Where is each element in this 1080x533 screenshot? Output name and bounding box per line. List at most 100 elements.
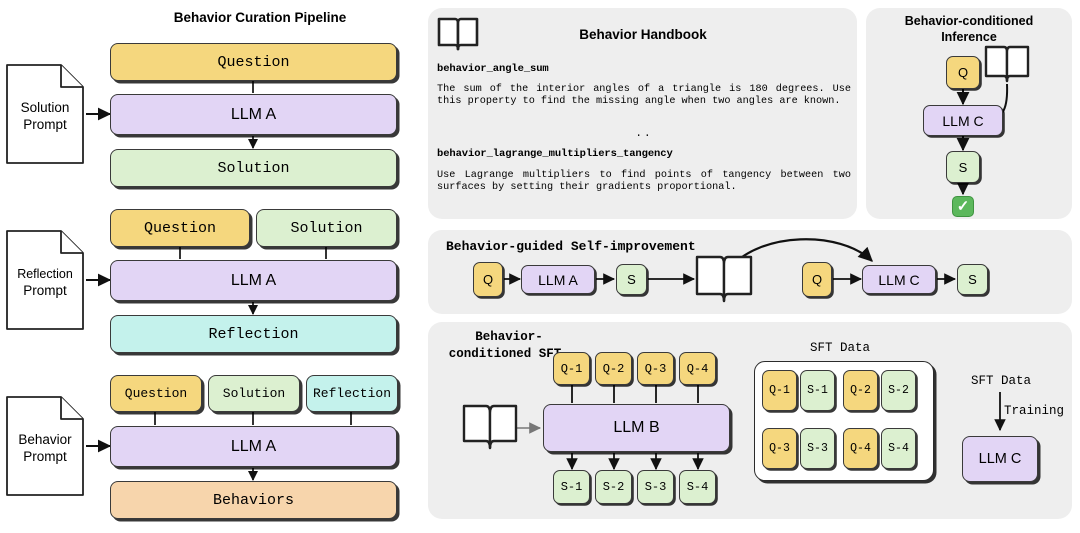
sft-book-icon (462, 402, 518, 452)
selfimp-left-solution[interactable]: S (616, 264, 647, 295)
row3-model-label: LLM A (230, 437, 277, 455)
sft-question-label: Q-2 (602, 361, 625, 376)
inference-title-line1: Behavior-conditioned (904, 14, 1034, 28)
sft-solution-box[interactable]: S-2 (595, 470, 632, 504)
handbook-entry-text: Use Lagrange multipliers to find points … (437, 170, 851, 194)
document-solution-prompt: Solution Prompt (6, 64, 84, 164)
row1-input-question[interactable]: Question (110, 43, 397, 81)
sft-question-label: Q-4 (686, 361, 709, 376)
sft-question-label: Q-3 (644, 361, 667, 376)
handbook-separator: .. (635, 128, 653, 140)
inference-book-icon (984, 44, 1030, 84)
row2-model[interactable]: LLM A (110, 260, 397, 301)
document-label-line1: Behavior (18, 432, 72, 447)
row3-output-behaviors[interactable]: Behaviors (110, 481, 397, 519)
self-improvement-title: Behavior-guided Self-improvement (446, 239, 696, 254)
row2-input-solution[interactable]: Solution (256, 209, 397, 247)
row3-output-label: Behaviors (212, 491, 294, 509)
sft-pair-label: Q-3 (769, 441, 790, 455)
row2-input-question[interactable]: Question (110, 209, 250, 247)
sft-pair-box[interactable]: S-4 (881, 428, 916, 469)
sft-pair-label: S-4 (888, 441, 909, 455)
selfimp-right-solution[interactable]: S (957, 264, 988, 295)
row3-model[interactable]: LLM A (110, 426, 397, 467)
document-label-line2: Prompt (23, 449, 67, 464)
sft-pair-box[interactable]: S-3 (800, 428, 835, 469)
selfimp-right-question-label: Q (811, 272, 823, 287)
sft-title-line1: Behavior- (475, 330, 543, 344)
inference-title-line2: Inference (941, 30, 997, 44)
selfimp-right-question[interactable]: Q (802, 262, 832, 297)
sft-pair-label: Q-1 (769, 383, 790, 397)
sft-question-label: Q-1 (560, 361, 583, 376)
row2-output-reflection[interactable]: Reflection (110, 315, 397, 353)
row3-input-reflection[interactable]: Reflection (306, 375, 398, 412)
document-label-line2: Prompt (23, 117, 67, 132)
selfimp-right-model[interactable]: LLM C (862, 265, 936, 294)
row2-model-label: LLM A (230, 271, 277, 289)
sft-pair-box[interactable]: Q-3 (762, 428, 797, 469)
sft-pair-label: S-1 (807, 383, 828, 397)
sft-pair-box[interactable]: Q-1 (762, 370, 797, 411)
sft-solution-box[interactable]: S-1 (553, 470, 590, 504)
row3-input-question-label: Question (124, 386, 188, 401)
sft-solution-box[interactable]: S-4 (679, 470, 716, 504)
sft-question-box[interactable]: Q-4 (679, 352, 716, 385)
inference-question-box[interactable]: Q (946, 56, 980, 89)
selfimp-left-question-label: Q (482, 272, 494, 287)
training-model-box[interactable]: LLM C (962, 436, 1038, 482)
row1-output-label: Solution (217, 159, 290, 177)
handbook-entry-text: The sum of the interior angles of a tria… (437, 84, 851, 108)
sft-solution-label: S-1 (560, 480, 583, 494)
sft-solution-box[interactable]: S-3 (637, 470, 674, 504)
sft-panel (428, 322, 1072, 519)
sft-question-box[interactable]: Q-1 (553, 352, 590, 385)
sft-model-box[interactable]: LLM B (543, 404, 730, 452)
row3-input-reflection-label: Reflection (312, 386, 391, 401)
check-glyph: ✓ (956, 198, 970, 215)
document-behavior-prompt: Behavior Prompt (6, 396, 84, 496)
row1-output-solution[interactable]: Solution (110, 149, 397, 187)
row1-input-question-label: Question (217, 53, 290, 71)
training-label: Training (1004, 404, 1065, 418)
sft-model-label: LLM B (613, 419, 660, 436)
handbook-title: Behavior Handbook (579, 27, 707, 42)
training-model-label: LLM C (978, 450, 1022, 467)
sft-pair-label: S-3 (807, 441, 828, 455)
handbook-entry-key: behavior_lagrange_multipliers_tangency (437, 148, 673, 160)
training-source-label: SFT Data (970, 374, 1031, 388)
row1-model-label: LLM A (230, 105, 277, 123)
sft-question-box[interactable]: Q-2 (595, 352, 632, 385)
inference-model-label: LLM C (942, 112, 984, 129)
selfimp-right-model-label: LLM C (878, 271, 920, 288)
document-label-line2: Prompt (23, 283, 67, 298)
selfimp-left-model[interactable]: LLM A (521, 265, 595, 294)
check-icon: ✓ (952, 196, 974, 217)
row3-input-solution-label: Solution (222, 386, 286, 401)
sft-pair-box[interactable]: S-1 (800, 370, 835, 411)
sft-pair-box[interactable]: S-2 (881, 370, 916, 411)
inference-model-box[interactable]: LLM C (923, 105, 1003, 136)
sft-pair-box[interactable]: Q-2 (843, 370, 878, 411)
row3-input-solution[interactable]: Solution (208, 375, 300, 412)
row1-model[interactable]: LLM A (110, 94, 397, 135)
sft-question-box[interactable]: Q-3 (637, 352, 674, 385)
handbook-panel (428, 8, 857, 219)
inference-solution-label: S (958, 159, 968, 175)
sft-pair-label: S-2 (888, 383, 909, 397)
sft-pair-box[interactable]: Q-4 (843, 428, 878, 469)
sft-pair-label: Q-4 (850, 441, 871, 455)
row2-output-label: Reflection (208, 325, 299, 343)
sft-solution-label: S-2 (602, 480, 625, 494)
row3-input-question[interactable]: Question (110, 375, 202, 412)
open-book-icon (437, 16, 479, 52)
sft-pair-label: Q-2 (850, 383, 871, 397)
sft-title-line2: conditioned SFT (448, 347, 562, 361)
page-title: Behavior Curation Pipeline (173, 10, 347, 25)
inference-question-label: Q (957, 65, 969, 80)
row2-input-solution-label: Solution (290, 219, 363, 237)
selfimp-right-solution-label: S (968, 272, 977, 287)
selfimp-left-model-label: LLM A (538, 271, 578, 288)
inference-solution-box[interactable]: S (946, 151, 980, 183)
selfimp-left-question[interactable]: Q (473, 262, 503, 297)
